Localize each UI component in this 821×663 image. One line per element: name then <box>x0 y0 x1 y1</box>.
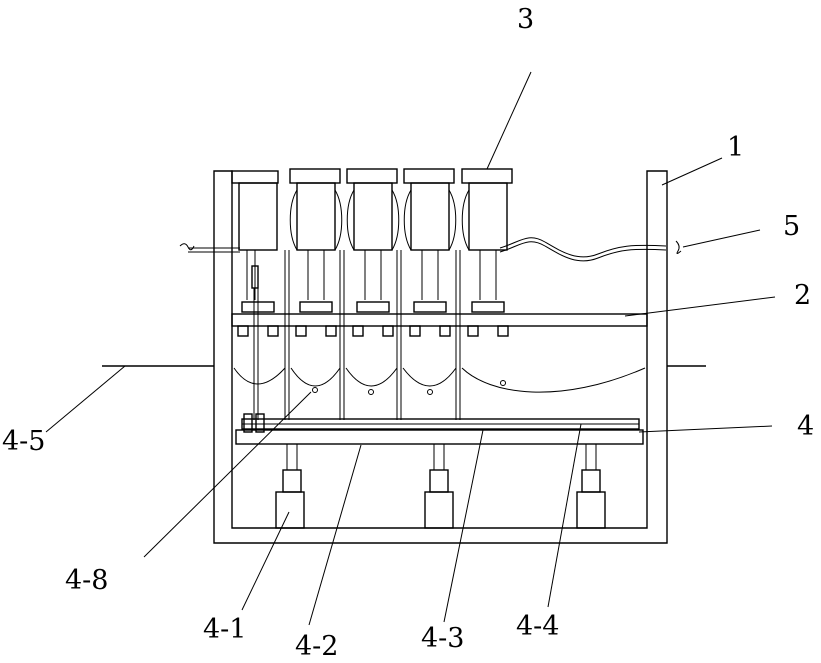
bottom-platform <box>236 414 643 444</box>
middle-plate <box>232 314 647 326</box>
drive-head <box>462 169 512 336</box>
leader-lines <box>46 72 775 625</box>
label-3: 3 <box>517 4 534 35</box>
label-4: 4 <box>797 411 814 442</box>
label-1: 1 <box>727 132 744 163</box>
label-5: 5 <box>783 211 800 242</box>
drive-head <box>232 171 278 336</box>
drive-heads <box>232 169 512 336</box>
support-cylinder <box>577 444 605 528</box>
drive-head <box>404 169 456 336</box>
reference-labels: 3 1 5 2 4 4-5 4-8 4-1 4-2 4-3 4-4 <box>2 4 814 662</box>
label-4-8: 4-8 <box>65 565 108 596</box>
tank-frame <box>214 171 667 543</box>
drive-head <box>290 169 342 336</box>
support-cylinders <box>276 444 605 528</box>
support-cylinder <box>276 444 304 528</box>
sagging-chains <box>234 368 645 395</box>
label-4-3: 4-3 <box>421 623 464 654</box>
label-4-2: 4-2 <box>295 631 338 662</box>
support-cylinder <box>425 444 453 528</box>
drive-head <box>347 169 399 336</box>
label-4-4: 4-4 <box>516 611 559 642</box>
label-2: 2 <box>794 280 811 311</box>
label-4-1: 4-1 <box>203 614 246 645</box>
label-4-5: 4-5 <box>2 426 45 457</box>
